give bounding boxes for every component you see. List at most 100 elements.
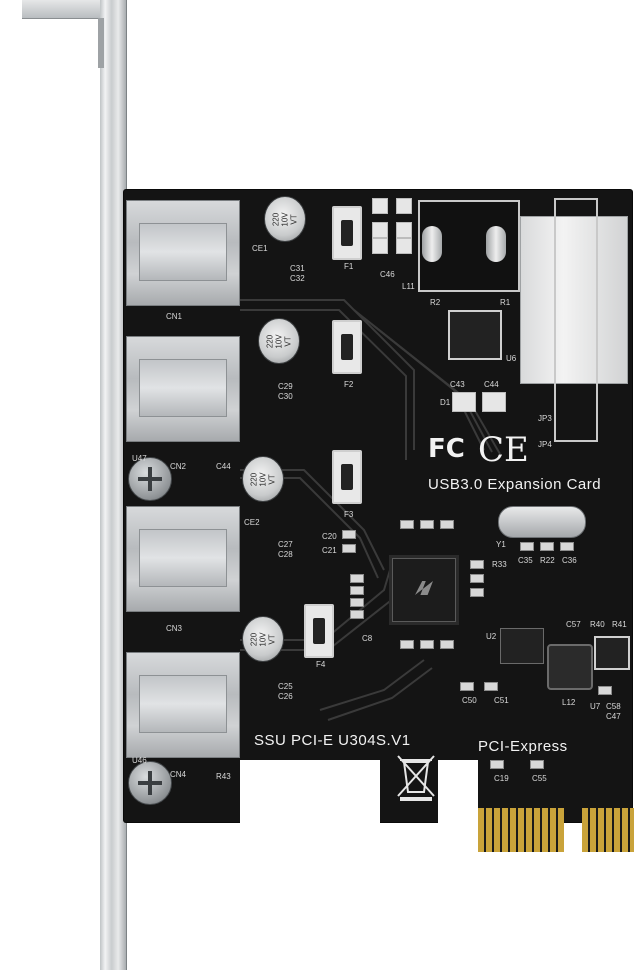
regulator-pin-2 (486, 226, 506, 262)
label-f1: F1 (344, 262, 354, 271)
smd-c35 (520, 542, 534, 551)
label-c20: C20 (322, 532, 337, 541)
usb-port-4-slot (139, 675, 227, 733)
label-r22: R22 (540, 556, 555, 565)
capacitor-4: 220 10V VT (242, 616, 284, 662)
smd-c36 (560, 542, 574, 551)
fuse-1 (332, 206, 362, 260)
label-d1: D1 (440, 398, 451, 407)
smd-c50 (460, 682, 474, 691)
smd-c11 (350, 574, 364, 583)
label-u46: U46 (132, 756, 147, 765)
label-f2: F2 (344, 380, 354, 389)
usb-port-1[interactable] (126, 200, 240, 306)
label-cn3: CN3 (166, 624, 183, 633)
smd-c7 (470, 588, 484, 597)
label-c57: C57 (566, 620, 581, 629)
smd-q2 (396, 198, 412, 214)
capacitor-3: 220 10V VT (242, 456, 284, 502)
usb-port-3-slot (139, 529, 227, 587)
label-cn2: CN2 (170, 462, 187, 471)
label-r2: R2 (430, 298, 441, 307)
label-ce1: CE1 (252, 244, 268, 253)
usb-port-2[interactable] (126, 336, 240, 442)
usb-controller-chip (392, 558, 456, 622)
label-c44b: C44 (484, 380, 499, 389)
capacitor-2-marking: 220 10V VT (265, 333, 293, 349)
usb-port-1-slot (139, 223, 227, 281)
capacitor-1: 220 10V VT (264, 196, 306, 242)
smd-q1 (372, 198, 388, 214)
smd-c51 (484, 682, 498, 691)
fuse-3 (332, 450, 362, 504)
weee-bin-icon (397, 755, 435, 801)
label-c26: C26 (278, 692, 293, 701)
usb-port-4[interactable] (126, 652, 240, 758)
smd-c58 (598, 686, 612, 695)
diode-d1b (482, 392, 506, 412)
label-c21: C21 (322, 546, 337, 555)
smd-r33 (470, 560, 484, 569)
smd-c42 (440, 640, 454, 649)
smd-r1 (400, 520, 414, 529)
label-c35: C35 (518, 556, 533, 565)
chip-u6 (448, 310, 502, 360)
board-model: SSU PCI-E U304S.V1 (254, 732, 411, 749)
chip-logo-icon (415, 581, 433, 595)
label-c58: C58 (606, 702, 621, 711)
fcc-logo: FC (428, 434, 465, 464)
label-r33: R33 (492, 560, 507, 569)
smd-r3 (440, 520, 454, 529)
label-jp3: JP3 (538, 414, 552, 423)
label-u6: U6 (506, 354, 517, 363)
label-r1: R1 (500, 298, 511, 307)
label-l12: L12 (562, 698, 576, 707)
screw-lower (128, 761, 172, 805)
capacitor-2: 220 10V VT (258, 318, 300, 364)
bracket-tab (98, 18, 104, 68)
label-c8: C8 (362, 634, 373, 643)
smd-r2 (420, 520, 434, 529)
bracket-face (100, 0, 127, 970)
label-c19: C19 (494, 774, 509, 783)
ce-logo: CE (478, 430, 529, 470)
label-c55: C55 (532, 774, 547, 783)
chip-u2 (500, 628, 544, 664)
smd-c41 (420, 640, 434, 649)
label-jp4: JP4 (538, 440, 552, 449)
label-l11: L11 (402, 282, 415, 291)
smd-q6 (396, 238, 412, 254)
gold-fingers-main (478, 808, 564, 852)
usb-port-3[interactable] (126, 506, 240, 612)
label-c28: C28 (278, 550, 293, 559)
fuse-2 (332, 320, 362, 374)
label-c29: C29 (278, 382, 293, 391)
smd-r22 (540, 542, 554, 551)
label-ce2: CE2 (244, 518, 260, 527)
smd-q4 (396, 222, 412, 238)
usb-port-2-slot (139, 359, 227, 417)
smd-c14 (350, 610, 364, 619)
label-c43: C43 (450, 380, 465, 389)
capacitor-1-marking: 220 10V VT (271, 211, 299, 227)
inductor-l12 (547, 644, 593, 690)
smd-q3 (372, 222, 388, 238)
label-y1: Y1 (496, 540, 506, 549)
board-title: USB3.0 Expansion Card (428, 476, 602, 493)
label-c32: C32 (290, 274, 305, 283)
smd-c40 (400, 640, 414, 649)
smd-c20 (342, 530, 356, 539)
label-r41: R41 (612, 620, 627, 629)
smd-c12 (350, 586, 364, 595)
label-f4: F4 (316, 660, 326, 669)
power-connector[interactable] (520, 216, 628, 384)
label-c30: C30 (278, 392, 293, 401)
label-c27: C27 (278, 540, 293, 549)
label-c51: C51 (494, 696, 509, 705)
label-cn1: CN1 (166, 312, 183, 321)
gold-fingers-short (582, 808, 634, 852)
power-connector-outline (554, 198, 598, 442)
crystal-oscillator (498, 506, 586, 538)
label-u2: U2 (486, 632, 497, 641)
diode-d1 (452, 392, 476, 412)
